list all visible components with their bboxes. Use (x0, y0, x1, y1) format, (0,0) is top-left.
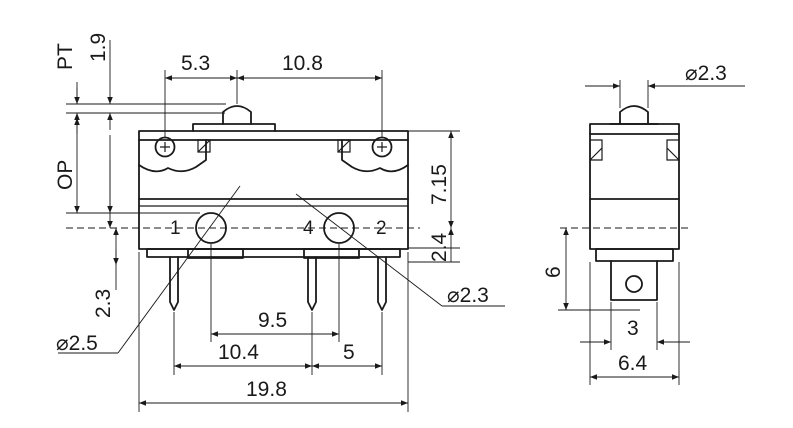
label-pt-value: 1.9 (87, 33, 110, 62)
label-5-3: 5.3 (181, 52, 210, 75)
plunger-collar (192, 123, 276, 132)
side-label-dia-2-3: ⌀2.3 (685, 62, 727, 85)
label-9-5: 9.5 (258, 309, 287, 332)
right-boss (341, 139, 409, 173)
right-terminal-block (303, 248, 360, 259)
base-plate (146, 248, 401, 258)
side-view: ⌀2.3 6 3 6.4 (542, 62, 745, 385)
front-view: PT 1.9 OP 5.3 10.8 7.15 2.4 2.3 ⌀2.5 (54, 33, 505, 412)
terminal-label-1: 1 (170, 218, 181, 239)
label-pt: PT (54, 43, 77, 70)
terminal-label-4: 4 (303, 218, 314, 239)
right-hole-mark (377, 142, 387, 152)
label-op: OP (54, 160, 77, 190)
left-terminal-block (187, 248, 244, 259)
left-hole-mark (160, 142, 170, 152)
label-10-4: 10.4 (218, 341, 259, 364)
label-5: 5 (343, 341, 355, 364)
side-right-latch (666, 139, 680, 161)
label-2-4: 2.4 (428, 232, 451, 262)
label-dia-2-5: ⌀2.5 (56, 332, 98, 355)
left-boss (138, 139, 207, 173)
terminal-1 (169, 256, 179, 311)
side-left-latch (589, 139, 603, 161)
leader-dia-25 (117, 185, 241, 354)
terminal-4 (307, 256, 317, 311)
side-body (589, 123, 680, 250)
right-pivot-hole (323, 212, 355, 244)
left-latch (197, 139, 211, 153)
side-terminal (610, 260, 658, 301)
label-dia-2-3: ⌀2.3 (447, 284, 489, 307)
label-10-8: 10.8 (282, 52, 323, 75)
side-label-3: 3 (627, 317, 639, 340)
label-19-8: 19.8 (246, 378, 287, 401)
side-base (595, 248, 674, 262)
terminal-label-2: 2 (376, 218, 387, 239)
side-terminal-hole (625, 275, 643, 293)
plunger (222, 105, 252, 125)
side-label-6: 6 (542, 266, 565, 278)
side-plunger (619, 105, 649, 125)
leader-dia-23 (295, 193, 443, 307)
right-latch (337, 139, 351, 153)
terminal-2 (377, 256, 387, 311)
label-2-3-vertical: 2.3 (92, 289, 115, 318)
side-label-6-4: 6.4 (618, 352, 648, 375)
label-7-15: 7.15 (428, 164, 451, 205)
